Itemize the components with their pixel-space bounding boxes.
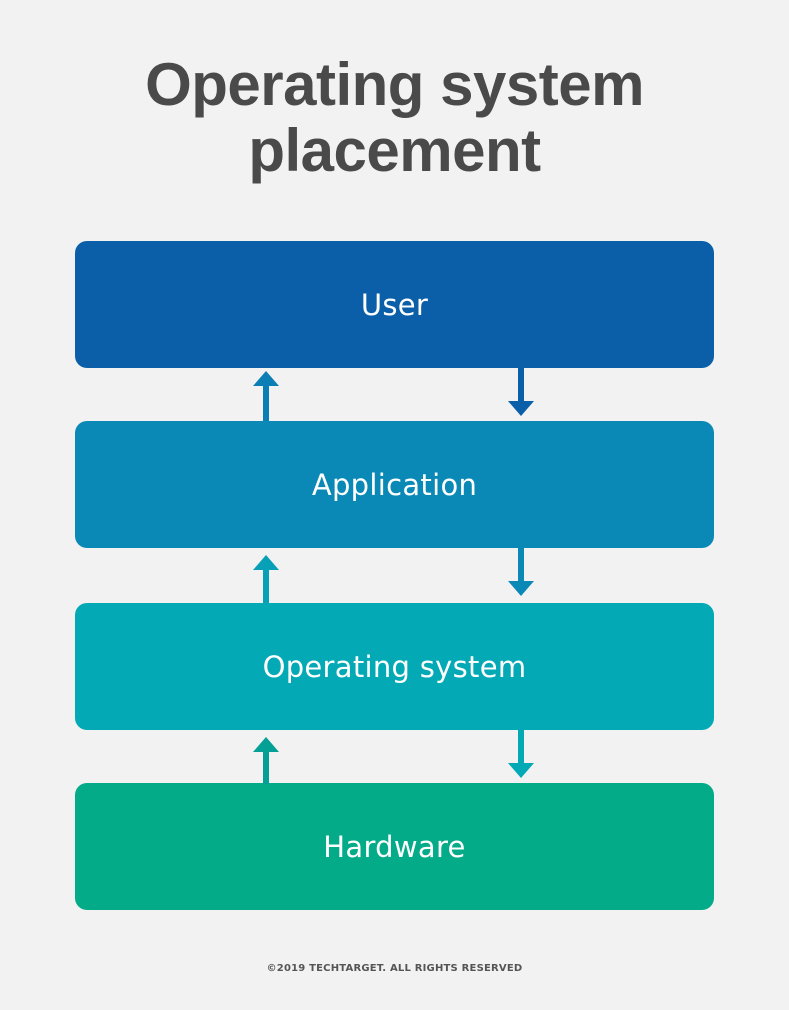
arrow-down-user-to-application-icon <box>508 368 534 416</box>
copyright-footer: ©2019 TECHTARGET. ALL RIGHTS RESERVED <box>266 963 523 974</box>
layer-application-label: Application <box>311 467 478 502</box>
layer-user: User <box>75 241 714 368</box>
layer-operating-system-label: Operating system <box>262 649 527 684</box>
diagram-title: Operating system placement <box>0 52 789 184</box>
title-line-1: Operating system <box>145 51 644 118</box>
layer-operating-system: Operating system <box>75 603 714 730</box>
layer-application: Application <box>75 421 714 548</box>
layer-hardware: Hardware <box>75 783 714 910</box>
arrow-up-hardware-to-os-icon <box>253 737 279 784</box>
arrow-down-os-to-hardware-icon <box>508 730 534 778</box>
arrow-up-application-to-user-icon <box>253 371 279 421</box>
arrow-up-os-to-application-icon <box>253 555 279 603</box>
layer-user-label: User <box>360 287 429 322</box>
title-line-2: placement <box>248 117 541 184</box>
layer-hardware-label: Hardware <box>323 829 466 864</box>
arrow-down-application-to-os-icon <box>508 548 534 596</box>
